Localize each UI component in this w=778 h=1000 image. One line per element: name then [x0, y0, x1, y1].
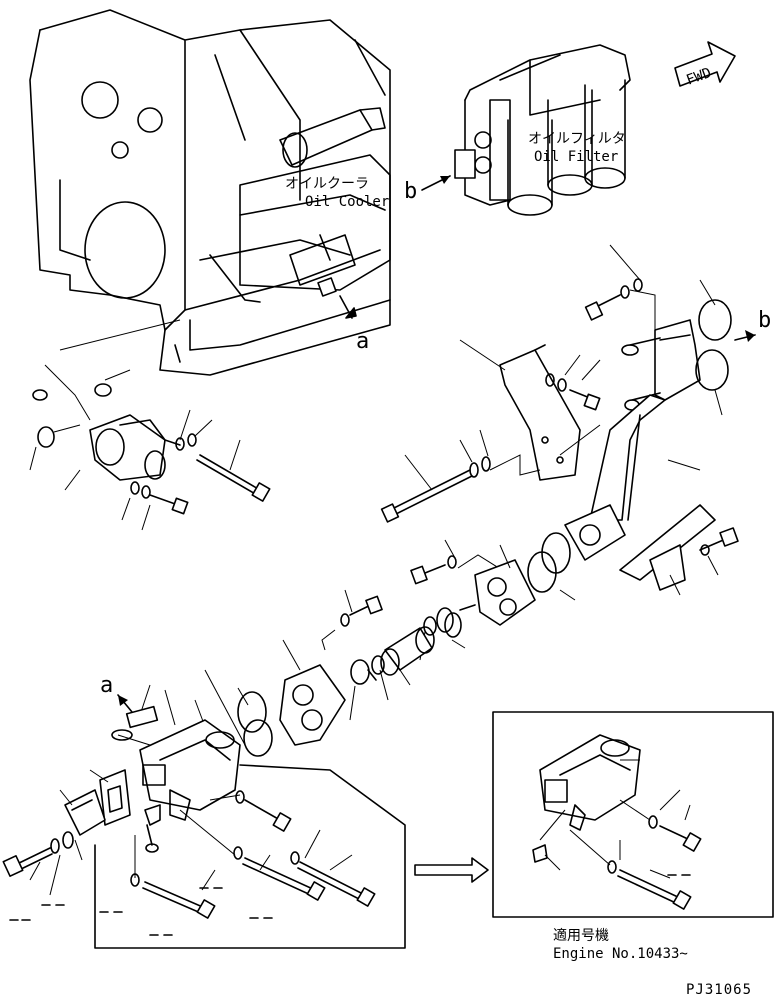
- oil-cooler: [199, 154, 391, 303]
- fwd-label: FWD: [684, 65, 713, 89]
- left-adapter: [29, 319, 271, 531]
- oil-filter: [454, 44, 631, 216]
- oil-filter-label-jp: オイルフィルタ: [528, 131, 626, 147]
- ref-b-left: b: [404, 179, 417, 204]
- lower-left-housing: [2, 684, 406, 949]
- middle-bracket: [380, 339, 601, 523]
- inset-applicable-label: 適用号機: [553, 927, 609, 944]
- center-tube-chain: [204, 532, 576, 757]
- ref-a-upper: a: [356, 329, 369, 354]
- drawing-number: PJ31065: [686, 982, 752, 998]
- inset-panel: [492, 711, 774, 918]
- fwd-arrow: FWD: [674, 41, 736, 89]
- ref-b-right: b: [758, 308, 771, 333]
- engine-block: [29, 9, 391, 376]
- ref-a-lower: a: [100, 673, 113, 698]
- transition-arrow: [414, 857, 489, 883]
- inset-engine-serial: Engine No.10433~: [553, 946, 688, 962]
- oil-cooler-label-en: Oil Cooler: [305, 194, 389, 210]
- oil-filter-label-en: Oil Filter: [534, 149, 618, 165]
- oil-cooler-label-jp: オイルクーラ: [285, 176, 369, 192]
- right-pipe-assembly: b: [564, 244, 771, 596]
